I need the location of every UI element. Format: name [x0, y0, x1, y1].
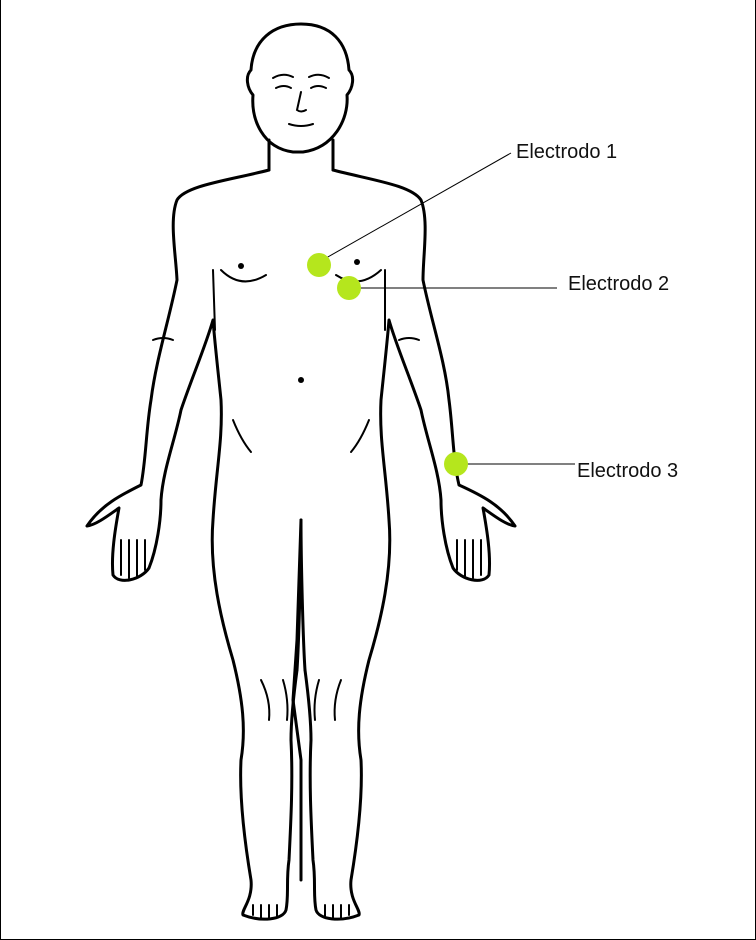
nipple-left: [238, 263, 244, 269]
electrode-3: [444, 452, 468, 476]
electrode-1-label: Electrodo 1: [516, 142, 617, 162]
electrode-3-label: Electrodo 3: [577, 461, 678, 481]
eyebrow-right: [309, 75, 329, 78]
electrode-2-label: Electrodo 2: [568, 274, 669, 294]
hip-right: [351, 420, 369, 452]
elbow-right: [399, 338, 419, 340]
eyebrow-left: [273, 75, 293, 78]
fingers-right: [457, 540, 481, 578]
electrode-2: [337, 276, 361, 300]
inner-leg-line: [293, 520, 301, 880]
knee-left: [261, 680, 288, 720]
electrode-1: [307, 253, 331, 277]
navel: [298, 377, 304, 383]
knee-right: [315, 680, 342, 720]
eye-right: [311, 86, 326, 88]
nipple-right: [354, 259, 360, 265]
left-arm-torso-outline: [87, 170, 297, 919]
right-arm-torso-outline: [305, 170, 515, 919]
fingers-left: [121, 540, 145, 578]
hip-left: [233, 420, 251, 452]
pectoral-left: [221, 270, 266, 281]
toes-right: [325, 905, 349, 918]
eye-left: [276, 86, 291, 88]
toes-left: [253, 905, 277, 918]
nose: [297, 92, 306, 112]
leader-line-1: [319, 153, 511, 262]
head-outline: [247, 24, 352, 152]
mouth: [289, 124, 313, 126]
